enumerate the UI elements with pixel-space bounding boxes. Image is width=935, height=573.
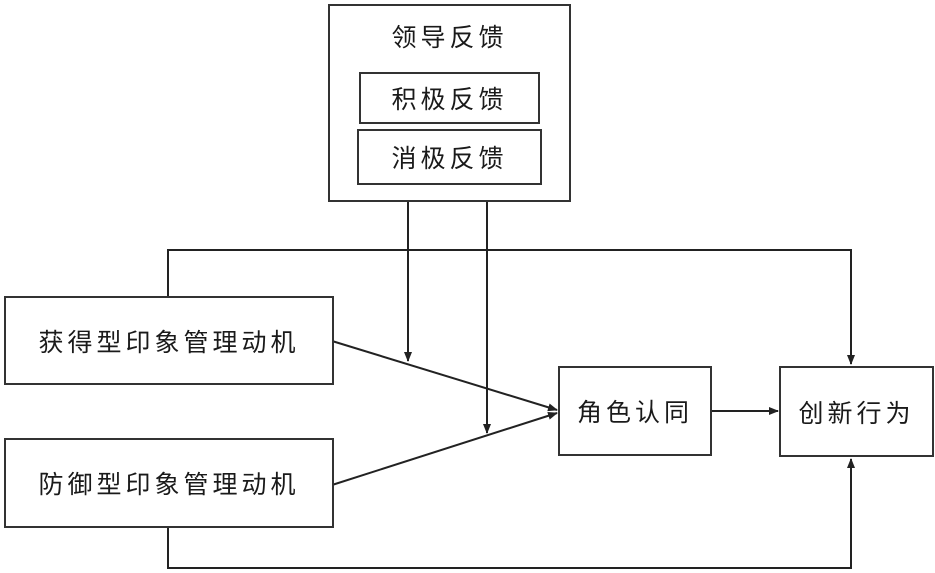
role-identity-label: 角色认同 bbox=[576, 398, 693, 427]
acquisitive-motive-label: 获得型印象管理动机 bbox=[38, 327, 300, 357]
negative-feedback-box: 消极反馈 bbox=[357, 129, 542, 185]
protective-to-role-arrow bbox=[331, 411, 558, 486]
acquisitive-to-role-arrow bbox=[331, 340, 558, 412]
positive-feedback-box: 积极反馈 bbox=[359, 72, 540, 124]
protective-motive-box: 防御型印象管理动机 bbox=[4, 438, 334, 528]
leader-feedback-title: 领导反馈 bbox=[391, 23, 508, 52]
acquisitive-direct-arrow bbox=[167, 249, 855, 365]
protective-direct-arrow bbox=[167, 458, 855, 569]
innovation-behavior-label: 创新行为 bbox=[798, 398, 915, 428]
role-identity-box: 角色认同 bbox=[558, 366, 712, 456]
protective-motive-label: 防御型印象管理动机 bbox=[38, 470, 300, 499]
negative-feedback-label: 消极反馈 bbox=[391, 144, 508, 173]
acquisitive-motive-box: 获得型印象管理动机 bbox=[4, 296, 334, 385]
positive-feedback-label: 积极反馈 bbox=[391, 85, 508, 114]
innovation-behavior-box: 创新行为 bbox=[779, 366, 934, 457]
